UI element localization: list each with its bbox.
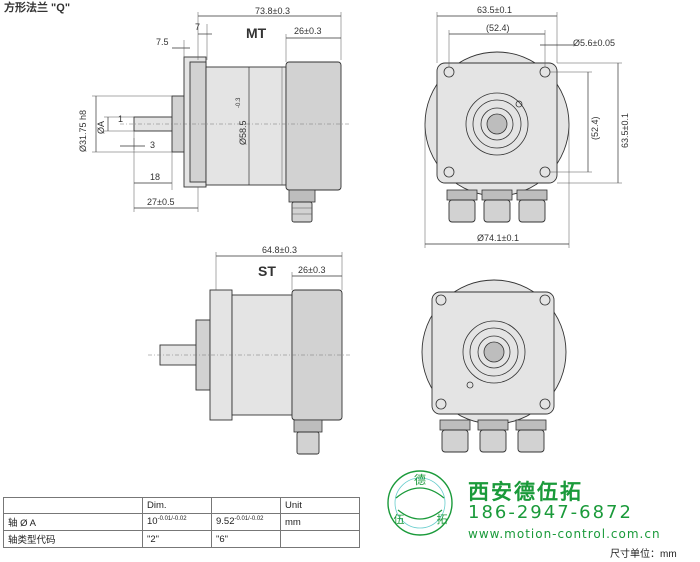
dim-front-width: 63.5±0.1 <box>477 5 512 15</box>
company-website: www.motion-control.com.cn <box>468 527 661 541</box>
dim-shaft-18: 18 <box>150 172 160 182</box>
mt-side-view: 73.8±0.3 7 7.5 MT 26±0.3 Ø58.5 -0.3 Ø31.… <box>78 6 350 223</box>
company-phone: 186-2947-6872 <box>468 502 633 523</box>
table-cell: "2" <box>142 530 212 548</box>
table-header-cell: Dim. <box>142 497 212 514</box>
table-header-cell <box>211 497 281 514</box>
table-header-cell: Unit <box>280 497 360 514</box>
table-cell: 9.52-0.01/-0.02 <box>211 513 281 531</box>
dim-st-overall: 64.8±0.3 <box>262 245 297 255</box>
front-connector-1 <box>448 199 476 223</box>
dim-front-hole-dia: Ø5.6±0.05 <box>573 38 615 48</box>
mt-connector-nut <box>288 189 316 203</box>
table-header-cell <box>3 497 143 514</box>
dim-shaft-27: 27±0.5 <box>147 197 174 207</box>
table-cell-label: 轴 Ø A <box>3 513 143 531</box>
shaft-spec-table: Dim. Unit 轴 Ø A 10-0.01/-0.02 9.52-0.01/… <box>3 497 360 548</box>
table-cell-unit: mm <box>280 513 360 531</box>
front-connector-3 <box>518 199 546 223</box>
table-row: 轴 Ø A 10-0.01/-0.02 9.52-0.01/-0.02 mm <box>3 513 360 531</box>
dim-shaft-a: ØA <box>96 121 106 134</box>
front-hub-outer <box>465 92 529 156</box>
dim-front-hole-spacing: (52.4) <box>486 23 510 33</box>
dim-shaft-ref: Ø31.75 h8 <box>78 110 88 152</box>
front-shaft <box>486 113 508 135</box>
table-cell-unit <box>280 530 360 548</box>
front-connector-2 <box>483 199 511 223</box>
unit-note: 尺寸单位：mm <box>610 549 677 560</box>
dim-shaft-1: 1 <box>118 114 123 124</box>
table-cell-tolerance: -0.01/-0.02 <box>234 516 264 523</box>
table-cell-value: 9.52 <box>216 516 235 528</box>
table-cell-tolerance: -0.01/-0.02 <box>157 516 187 523</box>
dim-mt-7: 7 <box>195 22 200 32</box>
logo-badge-char-2: 伍 <box>394 513 405 526</box>
dim-front-vert-width: 63.5±0.1 <box>620 113 630 148</box>
table-cell: 10-0.01/-0.02 <box>142 513 212 531</box>
dim-st-rear: 26±0.3 <box>298 265 325 275</box>
front-view-bottom <box>421 279 567 453</box>
table-cell: "6" <box>211 530 281 548</box>
dim-shaft-3: 3 <box>150 140 155 150</box>
table-header-row: Dim. Unit <box>3 497 360 514</box>
mt-label: MT <box>246 25 267 41</box>
mt-rear-cover <box>285 61 342 191</box>
company-name: 西安德伍拓 <box>468 480 583 504</box>
st-side-view: 64.8±0.3 ST 26±0.3 <box>148 245 352 455</box>
dim-front-outer-dia: Ø74.1±0.1 <box>477 233 519 243</box>
front-view-top: 63.5±0.1 (52.4) Ø5.6±0.05 (52.4) 63.5±0.… <box>424 5 630 248</box>
dim-mt-rear: 26±0.3 <box>294 26 321 36</box>
front-hole-bl <box>443 166 455 178</box>
logo-badge-char-1: 德 <box>414 472 426 487</box>
company-logo-badge: 德 伍 拓 <box>387 470 453 536</box>
dim-mt-body-dia: Ø58.5 <box>238 120 248 145</box>
table-cell-label: 轴类型代码 <box>3 530 143 548</box>
dim-mt-body-dia-tol: -0.3 <box>236 97 242 108</box>
table-cell-value: 10 <box>147 516 158 528</box>
mt-connector <box>291 201 313 223</box>
dim-front-vert-spacing: (52.4) <box>590 116 600 140</box>
table-row: 轴类型代码 "2" "6" <box>3 530 360 548</box>
dim-mt-7-5: 7.5 <box>156 37 169 47</box>
st-label: ST <box>258 263 276 279</box>
logo-badge-char-3: 拓 <box>437 512 448 526</box>
mt-flange-step <box>189 61 207 183</box>
page-title: 方形法兰 "Q" <box>4 0 70 14</box>
dim-mt-overall: 73.8±0.3 <box>255 6 290 16</box>
